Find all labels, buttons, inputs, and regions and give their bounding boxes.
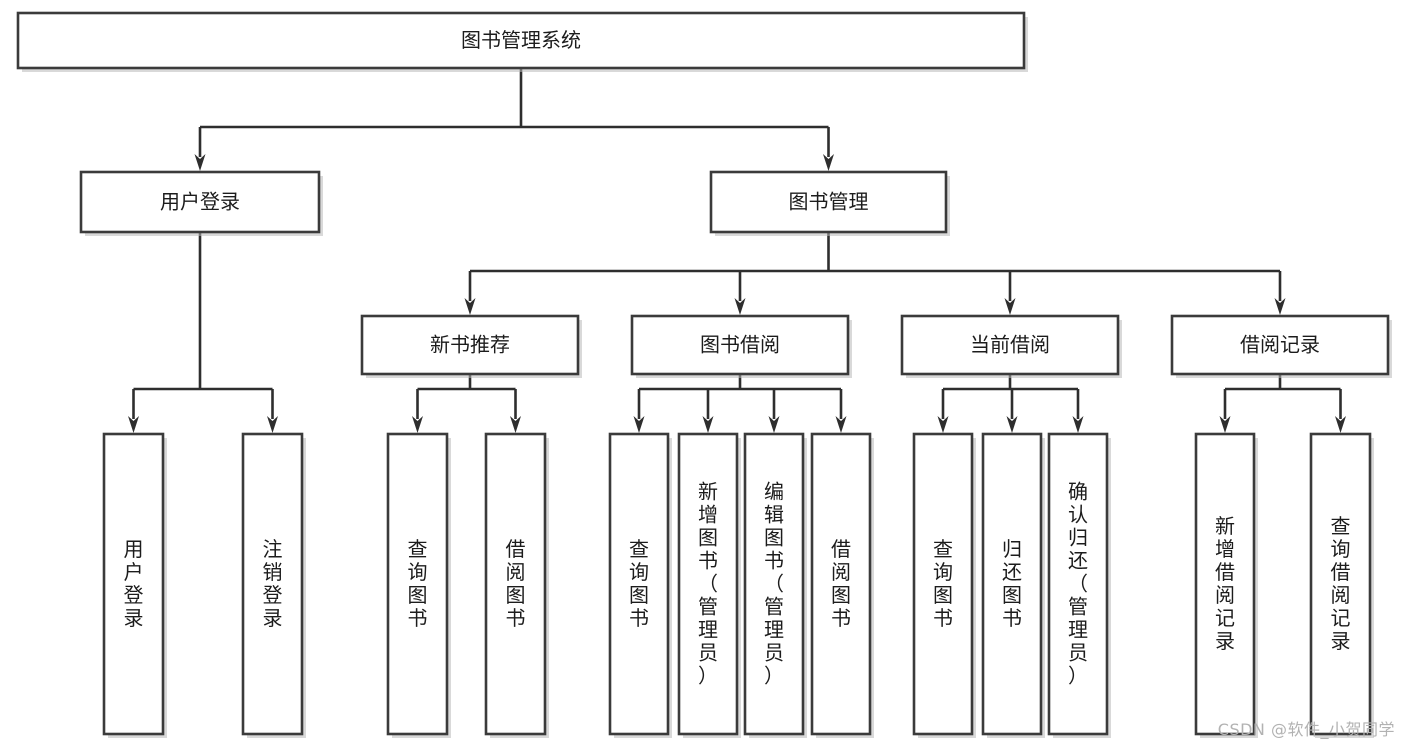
node-box [709,170,948,234]
watermark-text: CSDN @软件_小贺同学 [1217,720,1395,739]
node-label: 新书推荐 [430,333,510,357]
node-label: 新增借阅记录 [1215,514,1235,653]
edge-group-root [194,68,834,171]
node-leaf_query_book_1[interactable]: 查询图书 [386,432,451,738]
node-new_book_rec[interactable]: 新书推荐 [360,314,582,378]
node-box [900,314,1120,376]
node-label: 图书管理 [789,190,869,214]
node-label: 归还图书 [1002,537,1022,630]
node-box [360,314,580,376]
node-box [102,432,165,736]
node-leaf_query_record[interactable]: 查询借阅记录 [1309,432,1374,738]
node-label: 查询图书 [408,537,428,630]
node-label: 查询借阅记录 [1331,514,1351,653]
node-box [743,432,805,736]
node-leaf_add_book[interactable]: 新增图书（管理员） [677,432,741,738]
node-label: 用户登录 [124,537,144,630]
node-label: 当前借阅 [970,333,1050,357]
node-box [912,432,974,736]
node-leaf_borrow_book_2[interactable]: 借阅图书 [810,432,874,738]
node-label: 图书管理系统 [461,28,581,52]
node-leaf_return_book[interactable]: 归还图书 [981,432,1045,738]
node-label: 确认归还（管理员） [1068,479,1088,687]
node-borrow_record[interactable]: 借阅记录 [1170,314,1392,378]
node-label: 注销登录 [263,537,283,630]
edge-group-borrow_record [1219,374,1346,433]
node-leaf_query_book_3[interactable]: 查询图书 [912,432,976,738]
node-label: 编辑图书（管理员） [764,479,784,687]
node-box [1047,432,1109,736]
edge-group-user_login [128,232,278,433]
edge-group-book_borrow [633,374,847,433]
node-current_borrow[interactable]: 当前借阅 [900,314,1122,378]
edge-group-current_borrow [937,374,1084,433]
node-book_manage[interactable]: 图书管理 [709,170,950,236]
node-box [1194,432,1256,736]
node-leaf_add_record[interactable]: 新增借阅记录 [1194,432,1258,738]
node-box [79,170,321,234]
node-user_login[interactable]: 用户登录 [79,170,323,236]
node-box [484,432,547,736]
node-box [630,314,850,376]
node-leaf_user_login[interactable]: 用户登录 [102,432,167,738]
node-box [608,432,670,736]
node-label: 查询图书 [629,537,649,630]
node-label: 图书借阅 [700,333,780,357]
edges-layer [128,68,1346,433]
node-leaf_logout[interactable]: 注销登录 [241,432,306,738]
node-box [810,432,872,736]
node-box [241,432,304,736]
node-box [981,432,1043,736]
node-root[interactable]: 图书管理系统 [16,11,1028,72]
node-box [677,432,739,736]
edge-group-new_book_rec [412,374,521,433]
node-label: 新增图书（管理员） [698,479,718,687]
node-leaf_confirm_return[interactable]: 确认归还（管理员） [1047,432,1111,738]
node-box [16,11,1026,70]
node-leaf_query_book_2[interactable]: 查询图书 [608,432,672,738]
nodes-layer: 图书管理系统用户登录图书管理新书推荐图书借阅当前借阅借阅记录用户登录注销登录查询… [16,11,1392,738]
node-leaf_borrow_book_1[interactable]: 借阅图书 [484,432,549,738]
node-label: 用户登录 [160,190,240,214]
node-label: 查询图书 [933,537,953,630]
node-book_borrow[interactable]: 图书借阅 [630,314,852,378]
node-box [1170,314,1390,376]
node-box [386,432,449,736]
node-label: 借阅图书 [506,537,526,630]
node-box [1309,432,1372,736]
node-label: 借阅图书 [831,537,851,630]
node-leaf_edit_book[interactable]: 编辑图书（管理员） [743,432,807,738]
node-label: 借阅记录 [1240,333,1320,357]
edge-group-book_manage [464,232,1286,315]
